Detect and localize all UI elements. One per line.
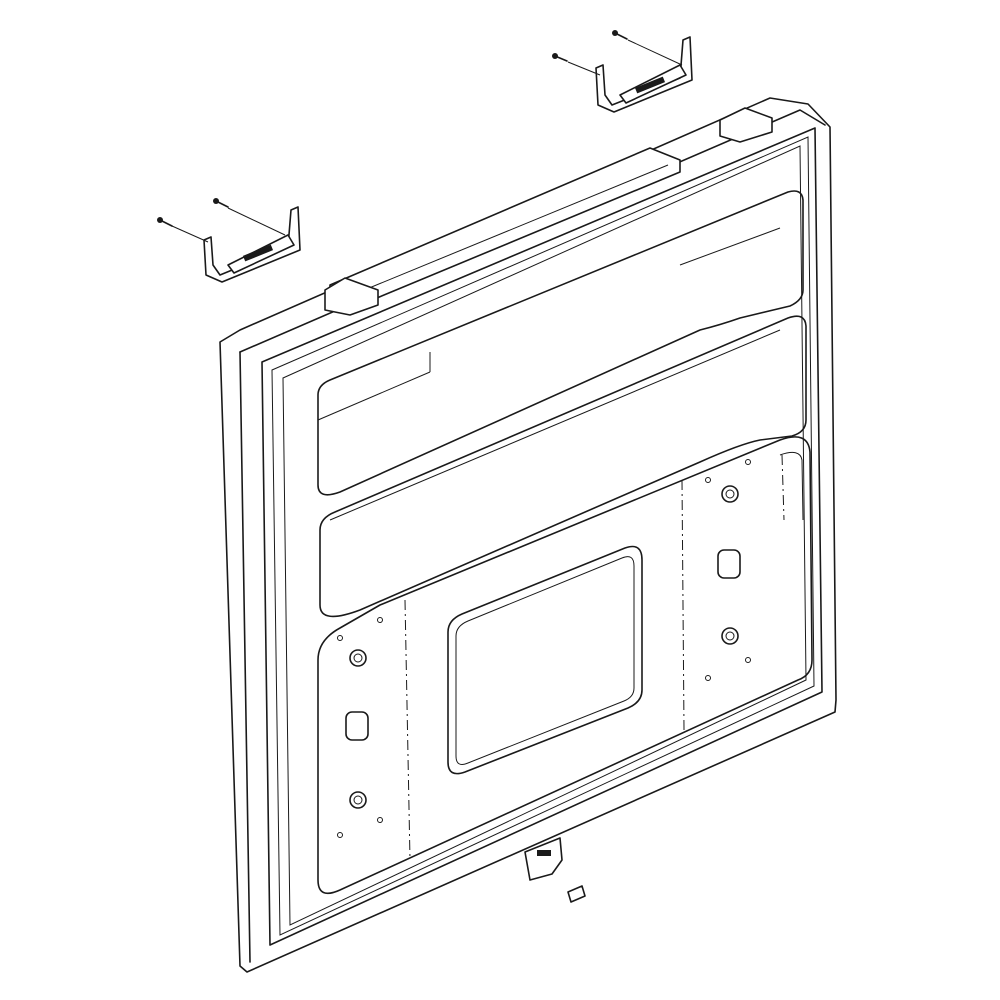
right-hinge-bracket — [567, 36, 693, 113]
mount-holes — [337, 459, 751, 838]
screw — [157, 198, 229, 227]
upper-shelf-panel — [317, 190, 804, 496]
small-block-part — [567, 885, 586, 903]
left-hinge-bracket — [171, 206, 301, 283]
middle-shelf-panel — [319, 315, 807, 618]
handle-clip — [524, 837, 563, 881]
lower-inner-panel — [317, 436, 813, 895]
door-frame — [219, 97, 837, 973]
screw — [552, 30, 628, 62]
